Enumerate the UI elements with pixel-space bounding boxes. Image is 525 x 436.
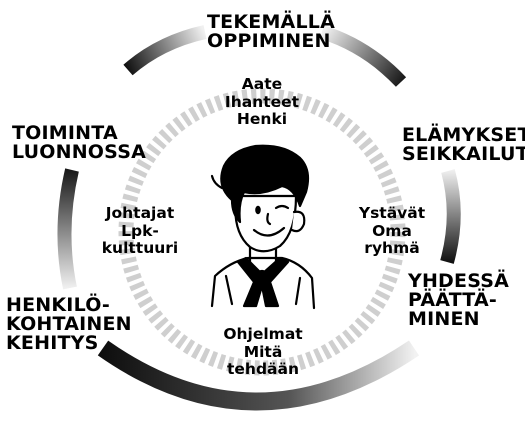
label-line: kulttuuri — [100, 240, 180, 258]
label-line: OPPIMINEN — [207, 32, 335, 51]
label-line: Ystävät — [352, 205, 432, 223]
label-tekemalla-oppiminen: TEKEMÄLLÄ OPPIMINEN — [207, 13, 335, 51]
label-line: Lpk- — [100, 223, 180, 241]
label-line: Ohjelmat — [220, 326, 306, 344]
label-line: LUONNOSSA — [12, 143, 146, 162]
label-henkilokohtainen-kehitys: HENKILÖ- KOHTAINEN KEHITYS — [6, 296, 132, 353]
label-ystavat-oma-ryhma: Ystävät Oma ryhmä — [352, 205, 432, 258]
label-line: ryhmä — [352, 240, 432, 258]
label-johtajat-lpk-kulttuuri: Johtajat Lpk- kulttuuri — [100, 205, 180, 258]
arc-segment-top-left — [128, 32, 205, 70]
arc-segment-right — [447, 171, 454, 262]
label-line: Johtajat — [100, 205, 180, 223]
label-line: KEHITYS — [6, 334, 132, 353]
label-line: SEIKKAILUT — [402, 145, 525, 164]
label-ohjelmat-mita-tehdaan: Ohjelmat Mitä tehdään — [220, 326, 306, 379]
label-line: Aate — [222, 76, 302, 94]
label-yhdessa-paattaminen: YHDESSÄ PÄÄTTÄ- MINEN — [408, 272, 509, 329]
label-line: Mitä — [220, 344, 306, 362]
label-elamykset-seikkailut: ELÄMYKSET SEIKKAILUT — [402, 126, 525, 164]
label-line: Ihanteet — [222, 94, 302, 112]
label-aate-ihanteet-henki: Aate Ihanteet Henki — [222, 76, 302, 129]
label-toiminta-luonnossa: TOIMINTA LUONNOSSA — [12, 124, 146, 162]
arc-segment-left — [64, 170, 72, 288]
label-line: MINEN — [408, 310, 509, 329]
label-line: Henki — [222, 111, 302, 129]
label-line: tehdään — [220, 361, 306, 379]
label-line: Oma — [352, 223, 432, 241]
